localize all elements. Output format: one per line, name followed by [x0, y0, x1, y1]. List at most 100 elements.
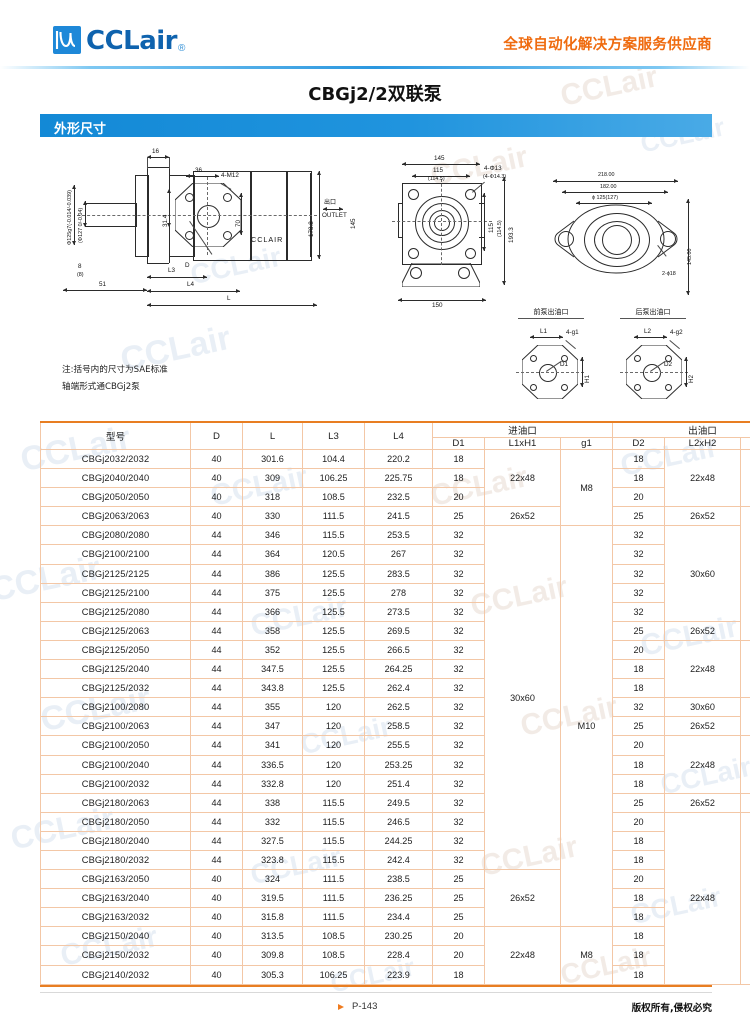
- cell-L: 364: [242, 544, 303, 565]
- cell-model: CBGj2050/2050: [40, 487, 191, 508]
- cell-D: 40: [190, 964, 243, 985]
- cell-D: 40: [190, 506, 243, 527]
- cell-L3: 115.5: [302, 849, 365, 871]
- cell-g1: M8: [559, 448, 614, 527]
- cell-D2: 18: [612, 907, 666, 928]
- dim-L2: L2: [644, 328, 652, 335]
- cell-L4: 278: [364, 582, 433, 603]
- header-slogan: 全球自动化解决方案服务供应商: [503, 37, 712, 53]
- cell-model: CBGj2180/2050: [40, 811, 191, 832]
- cell-g2: M10: [740, 697, 750, 737]
- table-bottom-rule: [40, 985, 712, 987]
- cell-L: 330: [242, 506, 303, 527]
- front-view-drawing: 145 115 (114.5) 4-Φ13 (4-Φ14.3) 115 (114…: [388, 155, 533, 315]
- cell-L: 347: [242, 716, 303, 737]
- cell-model: CBGj2163/2050: [40, 869, 191, 890]
- cell-L4: 249.5: [364, 792, 433, 813]
- cell-D: 40: [190, 468, 243, 489]
- dim-L: L: [227, 295, 231, 302]
- dim-H2: H2: [688, 374, 695, 383]
- cell-D: 44: [190, 792, 243, 813]
- dim-145-side: 145: [350, 218, 357, 229]
- cell-D2: 18: [612, 945, 666, 966]
- cell-L3: 108.5: [302, 926, 365, 947]
- cell-L: 346: [242, 525, 303, 546]
- cell-L2xH2: 30x60: [664, 697, 742, 718]
- cell-model: CBGj2100/2080: [40, 697, 191, 718]
- table-head: 型号 D L L3 L4 进油口 出油口 D1 L1xH1 g1 D2 L2xH…: [40, 421, 750, 450]
- cell-model: CBGj2100/2032: [40, 773, 191, 794]
- col-L1xH1: L1xH1: [484, 437, 561, 450]
- cell-L3: 120: [302, 697, 365, 718]
- cell-L: 366: [242, 601, 303, 622]
- cell-D1: 25: [432, 907, 485, 928]
- cell-L: 309.8: [242, 945, 303, 966]
- cell-L2xH2: 22x48: [664, 811, 742, 985]
- group-inlet: 进油口: [431, 421, 614, 438]
- cell-L: 332.8: [242, 773, 303, 794]
- cell-L: 336.5: [242, 754, 303, 775]
- cell-D1: 32: [432, 620, 485, 641]
- front-pump-outlet-detail: 前泵出油口 L1 4-g1 D1 H1: [508, 307, 598, 412]
- cell-D2: 20: [612, 639, 666, 661]
- cell-D2: 25: [612, 506, 666, 527]
- body-brand-label: CCLAIR: [251, 235, 284, 244]
- cell-L3: 120: [302, 773, 365, 794]
- col-L3: L3: [302, 421, 365, 450]
- cell-D1: 32: [432, 811, 485, 832]
- dim-4-g1: 4-g1: [566, 329, 579, 336]
- cell-L3: 115.5: [302, 525, 365, 546]
- cell-D1: 32: [432, 792, 485, 813]
- cell-D2: 25: [612, 716, 666, 737]
- cell-D2: 18: [612, 659, 666, 680]
- cell-L3: 106.25: [302, 468, 365, 489]
- dim-shaft-dia: Φ125g7(-0.014/-0.039): [67, 190, 73, 245]
- cell-model: CBGj2125/2032: [40, 678, 191, 699]
- cell-D2: 32: [612, 563, 666, 584]
- note-line-1: 注:括号内的尺寸为SAE标准: [62, 365, 168, 375]
- cell-D2: 18: [612, 926, 666, 947]
- outlet-label-cn: 出口: [324, 199, 337, 206]
- dim-145-flange: 145.00: [687, 248, 693, 266]
- page-marker-icon: [338, 1004, 344, 1010]
- cell-D: 44: [190, 697, 243, 718]
- cell-L4: 232.5: [364, 487, 433, 508]
- cell-L: 318: [242, 487, 303, 508]
- cell-L: 313.5: [242, 926, 303, 947]
- cell-D1: 20: [432, 926, 485, 947]
- cell-L: 386: [242, 563, 303, 584]
- cell-D1: 32: [432, 830, 485, 851]
- cell-D1: 25: [432, 506, 485, 527]
- cell-L3: 120: [302, 754, 365, 775]
- cell-D1: 32: [432, 849, 485, 871]
- cell-L1xH1: 22x48: [484, 926, 561, 985]
- cell-L4: 255.5: [364, 735, 433, 756]
- cell-model: CBGj2032/2032: [40, 448, 191, 470]
- cell-L: 315.8: [242, 907, 303, 928]
- dim-L4: L4: [187, 281, 195, 288]
- cell-model: CBGj2163/2032: [40, 907, 191, 928]
- cell-D1: 32: [432, 754, 485, 775]
- cell-model: CBGj2180/2040: [40, 830, 191, 851]
- brand-logo[interactable]: CCLair ®: [53, 26, 185, 54]
- cell-D2: 20: [612, 487, 666, 508]
- cell-L: 352: [242, 639, 303, 661]
- cell-D1: 32: [432, 582, 485, 603]
- cell-L2xH2: 22x48: [664, 639, 742, 699]
- cell-D: 44: [190, 582, 243, 603]
- cell-L3: 125.5: [302, 601, 365, 622]
- dim-4-g2: 4-g2: [670, 329, 683, 336]
- cell-L4: 253.25: [364, 754, 433, 775]
- cell-D: 44: [190, 716, 243, 737]
- cell-L: 332: [242, 811, 303, 832]
- front-pump-outlet-title: 前泵出油口: [518, 307, 584, 319]
- dim-D1: D1: [560, 361, 569, 368]
- cell-g1: M10: [559, 525, 614, 928]
- cell-D2: 18: [612, 448, 666, 470]
